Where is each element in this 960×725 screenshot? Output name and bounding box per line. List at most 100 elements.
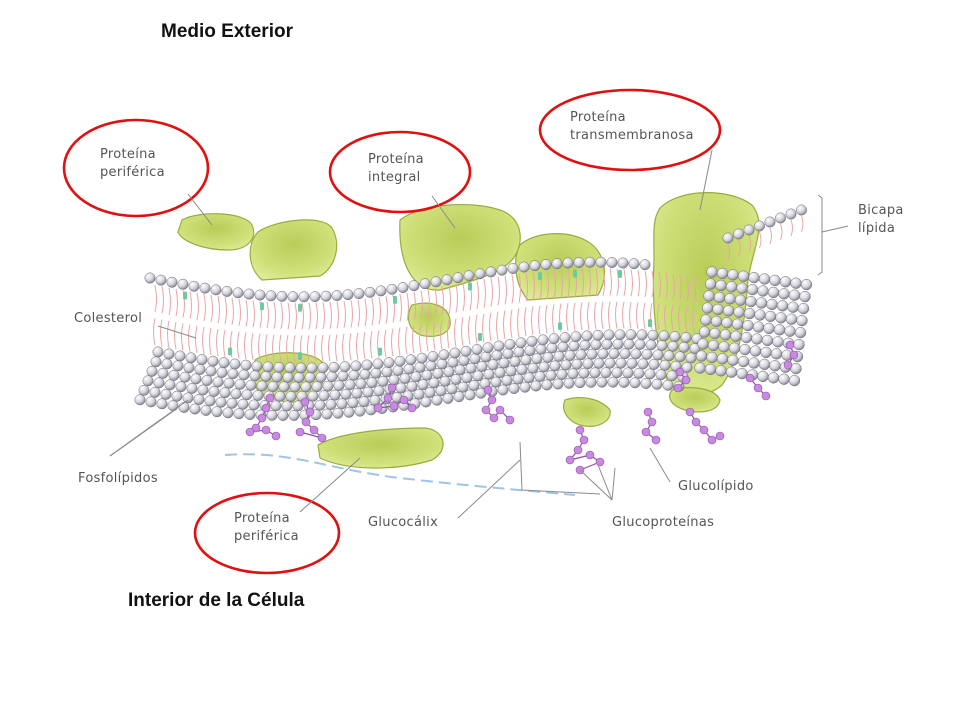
- sugar-unit: [373, 403, 383, 413]
- sugar-unit: [673, 383, 683, 393]
- lipid-tail: [336, 301, 339, 329]
- phospholipid-head: [381, 366, 393, 378]
- phospholipid-head: [695, 350, 708, 362]
- phospholipid-head: [663, 350, 675, 362]
- phospholipid-head: [704, 278, 717, 290]
- cholesterol-molecule: [378, 347, 382, 356]
- phospholipid-head: [347, 397, 359, 409]
- phospholipid-head: [288, 409, 300, 421]
- phospholipid-head: [562, 257, 574, 269]
- phospholipid-head: [189, 403, 201, 415]
- lipid-tail: [525, 272, 528, 302]
- lipid-tail: [769, 227, 772, 245]
- phospholipid-head: [350, 360, 362, 372]
- phospholipid-head: [775, 312, 787, 324]
- lipid-tail: [801, 215, 804, 233]
- phospholipid-head: [252, 390, 264, 401]
- phospholipid-head: [755, 297, 768, 309]
- sugar-unit: [565, 455, 575, 465]
- phospholipid-head: [416, 352, 428, 364]
- phospholipid-head: [608, 348, 620, 360]
- phospholipid-head: [706, 351, 718, 364]
- phospholipid-head: [355, 378, 367, 390]
- phospholipid-head: [779, 276, 792, 288]
- phospholipid-head: [578, 367, 590, 379]
- phospholipid-head: [630, 348, 642, 360]
- phospholipid-head: [748, 271, 760, 284]
- lipid-tail: [672, 273, 675, 300]
- phospholipid-head: [513, 346, 525, 358]
- phospholipid-head: [516, 364, 528, 375]
- phospholipid-head: [769, 360, 781, 372]
- lipid-tail: [294, 302, 297, 330]
- phospholipid-head: [361, 359, 373, 371]
- lipid-tail: [175, 288, 178, 317]
- phospholipid-head: [496, 264, 508, 276]
- phospholipid-head: [168, 369, 180, 381]
- lipid-tail: [195, 325, 198, 353]
- label-transmembrane-1: Proteína: [570, 110, 626, 125]
- phospholipid-head: [237, 398, 249, 410]
- phospholipid-head: [216, 366, 228, 378]
- phospholipid-head: [584, 256, 596, 268]
- phospholipid-head: [304, 371, 316, 383]
- cholesterol-molecule: [538, 272, 542, 281]
- lipid-tail: [748, 235, 751, 253]
- lipid-tail: [230, 330, 233, 358]
- ring-transmembrane: [538, 88, 722, 172]
- pointer-lines: [109, 149, 849, 519]
- lipid-tail: [216, 328, 219, 357]
- phospholipid-head: [215, 396, 227, 408]
- lipid-tail: [202, 326, 205, 355]
- phospholipid-head: [754, 309, 766, 321]
- lipid-tail: [300, 335, 303, 363]
- phospholipid-head: [446, 383, 458, 395]
- sugar-unit: [685, 407, 695, 417]
- phospholipid-head: [655, 369, 667, 381]
- lipid-tail: [272, 334, 275, 362]
- phospholipid-head: [196, 354, 208, 366]
- phospholipid-head: [570, 331, 582, 343]
- phospholipid-head: [534, 371, 546, 382]
- sugar-unit: [675, 367, 685, 377]
- lipid-tail: [629, 301, 632, 329]
- lipid-tail: [398, 327, 401, 356]
- phospholipid-head: [285, 391, 297, 402]
- phospholipid-head: [292, 400, 304, 412]
- phospholipid-head: [218, 357, 230, 369]
- lipid-tail: [455, 284, 458, 313]
- phospholipid-head: [725, 281, 738, 293]
- phospholipid-head: [276, 290, 288, 302]
- sugar-unit: [691, 417, 701, 427]
- label-phospholipids: Fosfolípidos: [78, 471, 158, 486]
- phospholipid-head: [730, 330, 742, 342]
- phospholipid-head: [718, 341, 730, 353]
- phospholipid-head: [606, 257, 618, 268]
- phospholipid-head: [483, 368, 495, 380]
- phospholipid-head: [752, 321, 765, 333]
- phospholipid-head: [560, 359, 572, 371]
- phospholipid-head: [531, 353, 543, 365]
- phospholipid-head: [179, 371, 191, 383]
- phospholipid-head: [629, 377, 641, 389]
- lipid-tail: [566, 303, 569, 332]
- upper-head-row: [144, 256, 651, 303]
- phospholipid-head: [178, 401, 190, 413]
- phospholipid-head: [545, 369, 557, 381]
- cholesterol-molecule: [468, 282, 472, 291]
- phospholipid-head: [761, 334, 774, 347]
- phospholipid-head: [790, 277, 802, 289]
- lipid-tail: [497, 276, 500, 306]
- phospholipid-head: [743, 307, 756, 320]
- lipid-tail: [573, 302, 576, 331]
- lipid-tail: [524, 307, 527, 337]
- lipid-tail: [370, 331, 373, 359]
- phospholipid-head: [362, 386, 374, 398]
- phospholipid-head: [344, 379, 356, 391]
- lipid-tail: [252, 300, 255, 328]
- sugar-unit: [641, 427, 651, 437]
- phospholipid-head: [716, 267, 729, 280]
- lipid-tail: [644, 270, 647, 297]
- phospholipid-head: [413, 388, 425, 400]
- cholesterol-molecule: [478, 332, 482, 341]
